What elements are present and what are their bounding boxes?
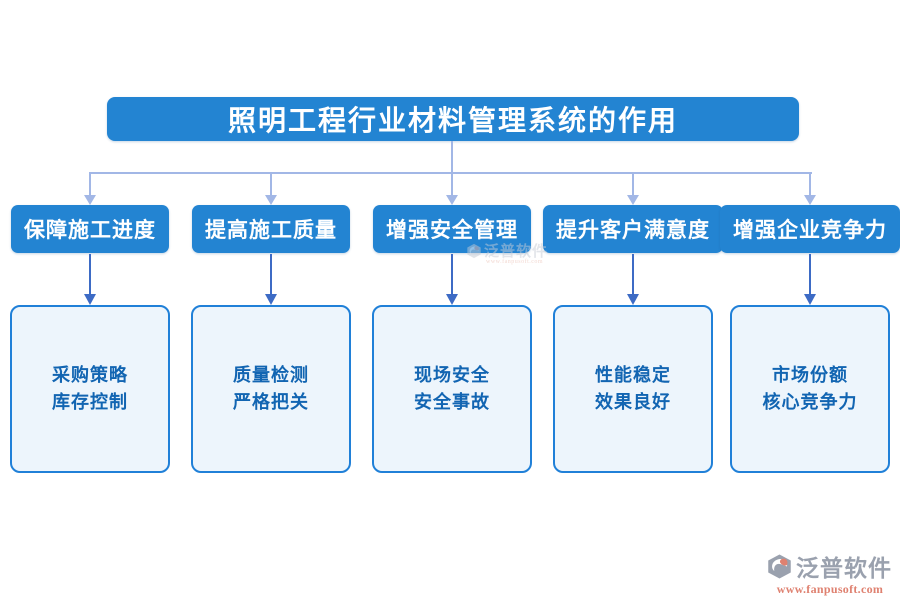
arrow-down-icon (627, 195, 639, 205)
connector-branch-5 (809, 254, 811, 295)
connector-branch-4 (632, 254, 634, 295)
leaf-box-competitiveness: 市场份额 核心竞争力 (730, 305, 890, 473)
leaf-box-safety: 现场安全 安全事故 (372, 305, 532, 473)
leaf-line: 市场份额 (772, 365, 848, 385)
connector-branch-1 (89, 254, 91, 295)
connector-drop-2 (270, 174, 272, 195)
leaf-line: 核心竞争力 (762, 392, 858, 412)
arrow-down-icon (265, 195, 277, 205)
brand-name: 泛普软件 (796, 556, 892, 581)
leaf-box-quality: 质量检测 严格把关 (191, 305, 351, 473)
connector-title-stub (451, 141, 453, 173)
connector-drop-1 (89, 174, 91, 195)
connector-branch-3 (451, 254, 453, 295)
watermark-url: www.fanpusoft.com (486, 259, 544, 265)
leaf-box-satisfaction: 性能稳定 效果良好 (553, 305, 713, 473)
arrow-down-icon (84, 294, 96, 305)
leaf-line: 效果良好 (595, 392, 671, 412)
branch-node-competitiveness: 增强企业竞争力 (720, 205, 900, 253)
branch-node-safety: 增强安全管理 (373, 205, 531, 253)
branch-node-progress: 保障施工进度 (11, 205, 169, 253)
arrow-down-icon (804, 195, 816, 205)
brand-url: www.fanpusoft.com (776, 582, 884, 596)
leaf-line: 严格把关 (233, 392, 309, 412)
diagram-title: 照明工程行业材料管理系统的作用 (107, 97, 799, 141)
leaf-line: 安全事故 (414, 392, 490, 412)
arrow-down-icon (446, 294, 458, 305)
connector-drop-4 (632, 174, 634, 195)
arrow-down-icon (804, 294, 816, 305)
arrow-down-icon (446, 195, 458, 205)
leaf-line: 性能稳定 (595, 365, 671, 385)
connector-drop-5 (809, 174, 811, 195)
leaf-line: 库存控制 (52, 392, 128, 412)
leaf-line: 质量检测 (233, 365, 309, 385)
branch-node-quality: 提高施工质量 (192, 205, 350, 253)
leaf-box-progress: 采购策略 库存控制 (10, 305, 170, 473)
arrow-down-icon (265, 294, 277, 305)
branch-node-satisfaction: 提升客户满意度 (543, 205, 723, 253)
arrow-down-icon (84, 195, 96, 205)
brand-lockup: 泛普软件 www.fanpusoft.com (766, 549, 894, 597)
leaf-line: 现场安全 (414, 365, 490, 385)
connector-branch-2 (270, 254, 272, 295)
fanpu-logo-icon (768, 554, 791, 578)
leaf-line: 采购策略 (52, 365, 128, 385)
arrow-down-icon (627, 294, 639, 305)
connector-horizontal-line (89, 172, 812, 174)
connector-drop-3 (451, 174, 453, 195)
